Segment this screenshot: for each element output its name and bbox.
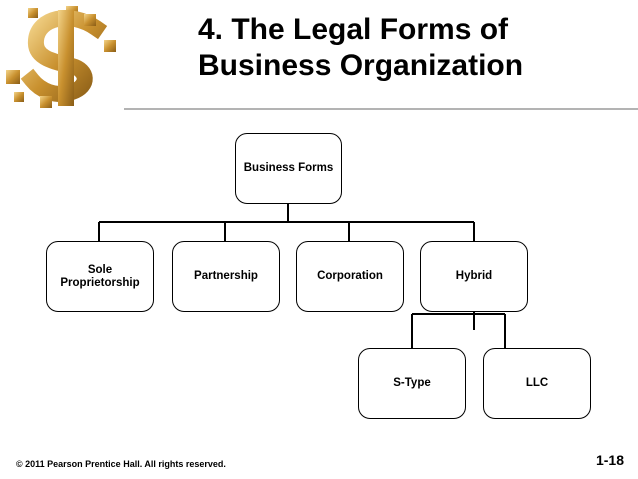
node-label: Business Forms xyxy=(243,162,334,174)
copyright-footer: © 2011 Pearson Prentice Hall. All rights… xyxy=(16,459,226,469)
slide-title: 4. The Legal Forms of Business Organizat… xyxy=(198,12,523,84)
node-label: Corporation xyxy=(317,270,383,282)
node-partnership: Partnership xyxy=(172,241,280,312)
node-label: S-Type xyxy=(393,377,431,389)
node-sole-proprietorship: Sole Proprietorship xyxy=(46,241,154,312)
node-label: Hybrid xyxy=(455,270,493,282)
node-business-forms: Business Forms xyxy=(235,133,342,204)
node-corporation: Corporation xyxy=(296,241,404,312)
title-divider xyxy=(124,108,638,110)
title-line-1: 4. The Legal Forms of xyxy=(198,13,509,46)
dollar-blocks-logo xyxy=(0,0,124,110)
node-s-type: S-Type xyxy=(358,348,466,419)
node-label: Sole Proprietorship xyxy=(60,263,140,289)
node-label: LLC xyxy=(525,377,549,389)
page-number: 1-18 xyxy=(595,452,624,468)
node-label: Partnership xyxy=(194,270,258,282)
node-llc: LLC xyxy=(483,348,591,419)
title-line-2: Business Organization xyxy=(198,49,524,82)
node-hybrid: Hybrid xyxy=(420,241,528,312)
